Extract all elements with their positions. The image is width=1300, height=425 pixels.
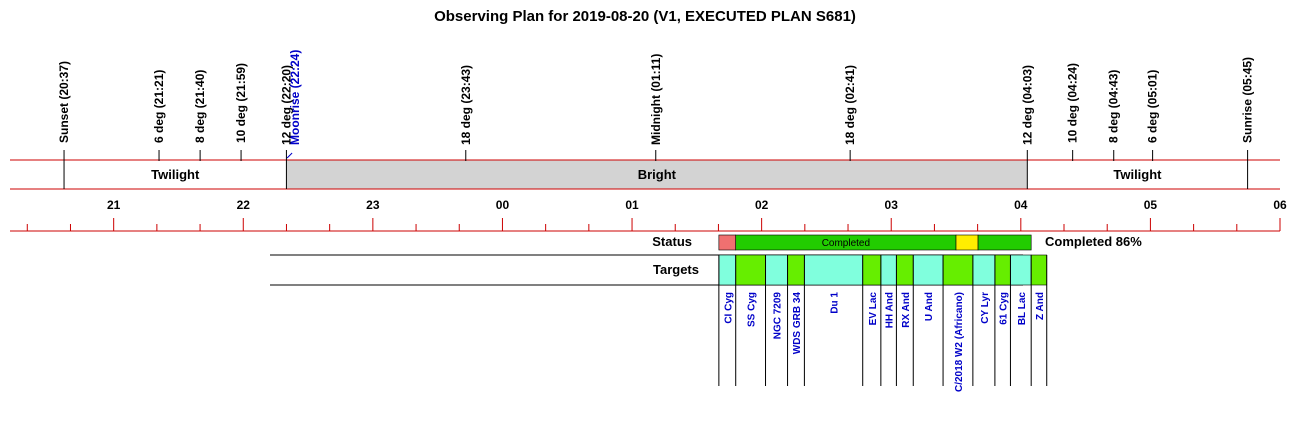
- completion-text: Completed 86%: [1045, 234, 1142, 249]
- time-axis: 21 22 23 00 01 02 03 04 05 06: [10, 198, 1287, 232]
- event-label-6: 18 deg (23:43): [459, 65, 473, 145]
- target-block-2: [765, 254, 788, 286]
- target-label-12: BL Lac: [1017, 292, 1028, 326]
- event-label-9: 12 deg (04:03): [1020, 65, 1034, 145]
- event-label-1: 6 deg (21:21): [152, 70, 166, 143]
- target-block-9: [942, 254, 974, 286]
- target-block-6: [880, 254, 897, 286]
- target-label-9: C/2018 W2 (Africano): [954, 292, 965, 392]
- target-label-10: CY Lyr: [980, 292, 991, 324]
- target-block-4: [804, 254, 864, 286]
- band-1: [286, 160, 1028, 189]
- band-label-2: Twilight: [1113, 167, 1162, 182]
- status-segment-3: [977, 234, 1032, 251]
- band-label-0: Twilight: [151, 167, 200, 182]
- target-block-7: [896, 254, 914, 286]
- hour-label-3: 00: [496, 198, 510, 212]
- event-tick-5: [286, 152, 293, 159]
- band-2: [1027, 160, 1248, 189]
- target-block-3: [787, 254, 805, 286]
- hour-label-0: 21: [107, 198, 121, 212]
- hour-label-8: 05: [1144, 198, 1158, 212]
- target-label-4: Du 1: [830, 292, 841, 314]
- targets-row-label: Targets: [653, 262, 699, 277]
- event-label-8: 18 deg (02:41): [843, 65, 857, 145]
- target-block-5: [862, 254, 882, 286]
- hour-label-2: 23: [366, 198, 380, 212]
- target-block-8: [912, 254, 944, 286]
- target-label-5: EV Lac: [868, 292, 879, 326]
- target-block-1: [735, 254, 766, 286]
- event-label-11: 8 deg (04:43): [1107, 70, 1121, 143]
- band-label-1: Bright: [638, 167, 677, 182]
- hour-label-7: 04: [1014, 198, 1028, 212]
- status-segment-label-1: Completed: [822, 238, 870, 249]
- event-label-10: 10 deg (04:24): [1066, 63, 1080, 143]
- hour-label-9: 06: [1273, 198, 1287, 212]
- target-label-0: CI Cyg: [723, 292, 734, 324]
- target-label-13: Z And: [1035, 292, 1046, 320]
- target-block-13: [1030, 254, 1048, 286]
- target-label-7: RX And: [901, 292, 912, 328]
- target-block-0: [718, 254, 737, 286]
- hour-label-6: 03: [885, 198, 899, 212]
- targets-row: Targets CI Cyg SS Cyg NGC 7209 WDS GRB 34 Du …: [270, 254, 1048, 392]
- hour-label-4: 01: [625, 198, 639, 212]
- target-block-10: [972, 254, 996, 286]
- event-label-7: Midnight (01:11): [649, 54, 663, 145]
- target-block-11: [994, 254, 1011, 286]
- target-label-11: 61 Cyg: [999, 292, 1010, 325]
- hour-label-1: 22: [237, 198, 251, 212]
- event-label-0: Sunset (20:37): [57, 61, 71, 143]
- target-label-8: U And: [924, 292, 935, 321]
- event-label-4: 12 deg (22:20): [279, 65, 293, 145]
- target-label-2: NGC 7209: [773, 292, 784, 340]
- event-label-2: 8 deg (21:40): [193, 70, 207, 143]
- band-0: [64, 160, 287, 189]
- target-label-3: WDS GRB 34: [792, 292, 803, 355]
- event-label-13: Sunrise (05:45): [1241, 57, 1255, 143]
- target-label-6: HH And: [885, 292, 896, 328]
- sky-bands: Twilight Bright Twilight: [10, 159, 1280, 190]
- status-row: Status Completed Completed 86%: [652, 234, 1142, 251]
- hour-label-5: 02: [755, 198, 769, 212]
- chart-title: Observing Plan for 2019-08-20 (V1, EXECU…: [434, 8, 856, 25]
- status-segment-2: [955, 234, 979, 251]
- event-markers: Sunset (20:37) 6 deg (21:21) 8 deg (21:40)…: [57, 50, 1255, 189]
- event-label-5: Moonrise (22:24): [288, 50, 302, 145]
- event-label-12: 6 deg (05:01): [1146, 70, 1160, 143]
- status-row-label: Status: [652, 234, 692, 249]
- target-block-12: [1010, 254, 1032, 286]
- target-label-1: SS Cyg: [747, 292, 758, 327]
- status-segment-0: [718, 234, 737, 251]
- event-label-3: 10 deg (21:59): [234, 63, 248, 143]
